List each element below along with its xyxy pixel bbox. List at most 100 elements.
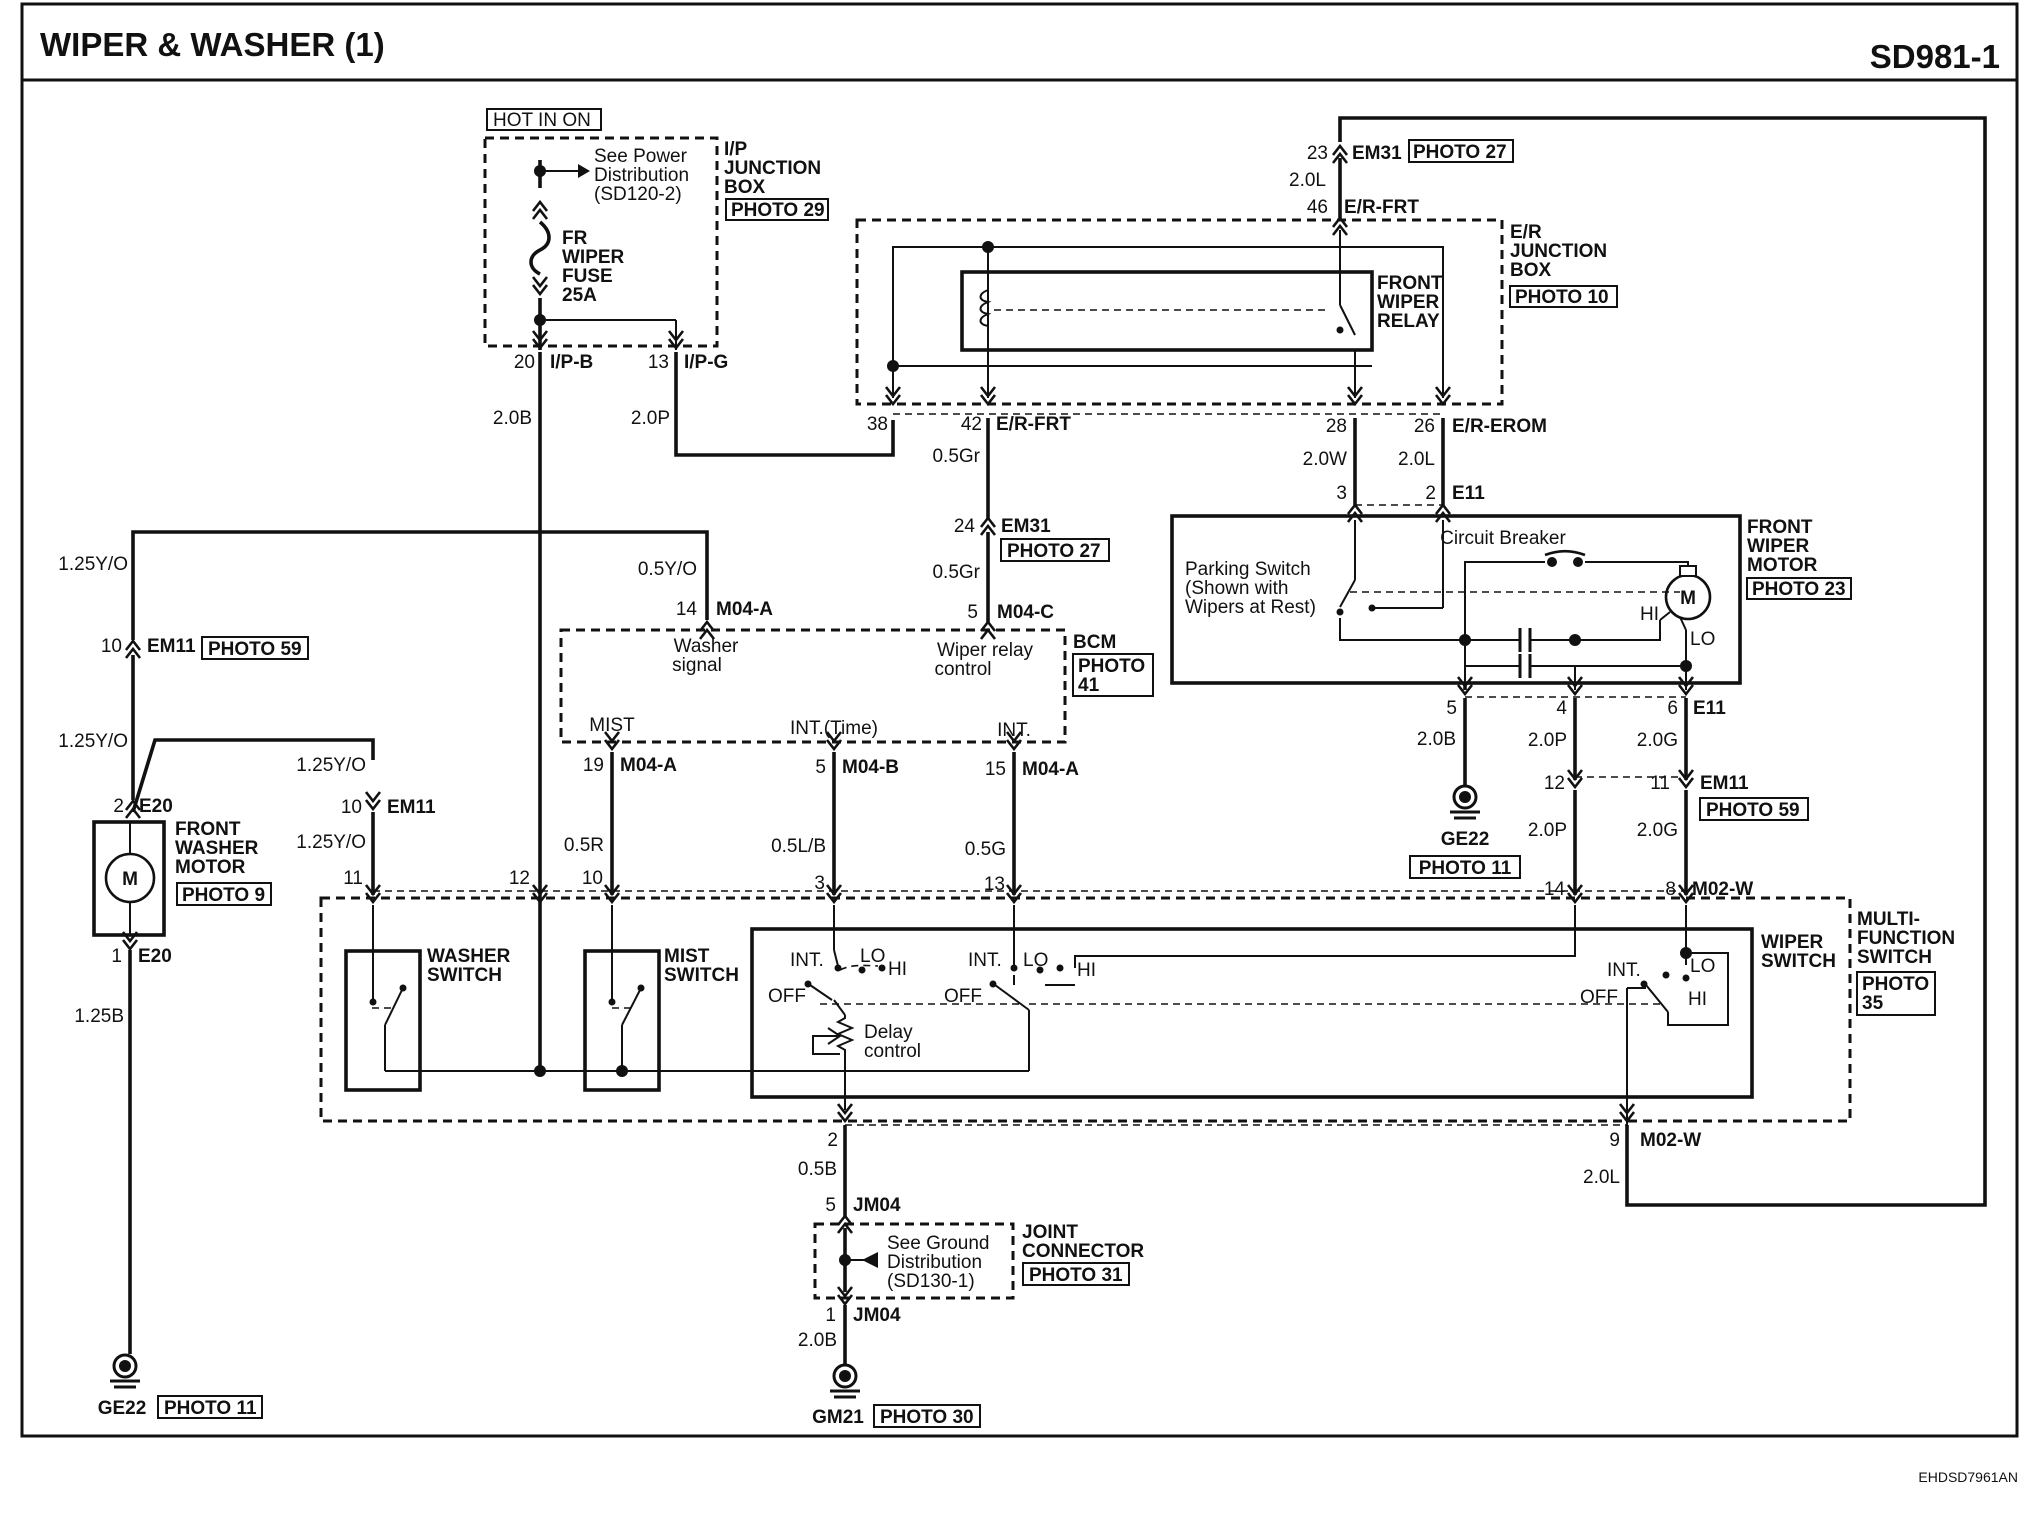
bcm: Washer signal Wiper relay control MIST I… <box>559 628 1154 744</box>
label-w-20l-top: 2.0L <box>1289 170 1326 191</box>
joint-connector: See Ground Distribution (SD130-1) JOINT … <box>813 1222 1144 1300</box>
label-m: M <box>1680 588 1696 609</box>
label-mfs-1: FUNCTION <box>1857 928 1955 949</box>
label-ip-jb-1: JUNCTION <box>724 158 821 179</box>
label-m04c-pin5: 5 <box>967 602 978 623</box>
label-jm04-top: JM04 <box>853 1195 901 1216</box>
label-mist: MIST <box>589 715 635 736</box>
label-delay-0: Delay <box>864 1022 913 1043</box>
label-fwm-2: MOTOR <box>1747 555 1818 576</box>
label-see-ground-1: Distribution <box>887 1252 982 1273</box>
label-jm04-pin5: 5 <box>825 1195 836 1216</box>
label-m04b-pin5: 5 <box>815 757 826 778</box>
label-sw-hi-a: HI <box>888 959 907 980</box>
label-pin42: 42 <box>961 414 982 435</box>
label-int: INT. <box>997 720 1031 741</box>
label-w-20g-r2: 2.0G <box>1637 820 1678 841</box>
label-m02w-top: M02-W <box>1692 879 1753 900</box>
label-ip-jb-2: BOX <box>724 177 766 198</box>
label-pin26: 26 <box>1414 416 1435 437</box>
label-w-05gr-a: 0.5Gr <box>932 446 980 467</box>
label-photo41-1: 41 <box>1078 675 1100 696</box>
label-parking-0: Parking Switch <box>1185 559 1311 580</box>
label-parking-1: (Shown with <box>1185 578 1289 599</box>
label-w-20p-r2: 2.0P <box>1528 820 1567 841</box>
label-relay-0: FRONT <box>1377 273 1443 294</box>
label-w-20l-mid: 2.0L <box>1398 449 1435 470</box>
label-mist-sw-0: MIST <box>664 946 710 967</box>
label-sw-lo-a: LO <box>860 946 885 967</box>
label-ipg: I/P-G <box>684 352 728 373</box>
label-mfs-2: SWITCH <box>1857 947 1932 968</box>
label-photo23: PHOTO 23 <box>1752 579 1846 600</box>
label-photo11-l: PHOTO 11 <box>164 1398 257 1419</box>
label-photo27-top: PHOTO 27 <box>1413 142 1507 163</box>
label-w-05b: 0.5B <box>798 1159 837 1180</box>
label-fwm-1: WIPER <box>1747 536 1810 557</box>
label-sw-lo-b: LO <box>1023 950 1048 971</box>
label-photo10: PHOTO 10 <box>1515 287 1609 308</box>
label-em31-pin-mid: 24 <box>954 516 976 537</box>
label-w-20b-r: 2.0B <box>1417 729 1456 750</box>
label-em11-r: EM11 <box>1700 773 1749 794</box>
label-ipg-pin: 13 <box>648 352 669 373</box>
label-photo59-r: PHOTO 59 <box>1706 800 1800 821</box>
label-jm04-bot: JM04 <box>853 1305 901 1326</box>
label-mfs-pin10: 10 <box>582 868 603 889</box>
front-washer-motor: M FRONT WASHER MOTOR PHOTO 9 <box>92 819 272 937</box>
label-photo41-0: PHOTO <box>1078 656 1145 677</box>
label-washer-signal-1: signal <box>672 655 722 676</box>
label-w-05g: 0.5G <box>965 839 1006 860</box>
label-w-05gr-b: 0.5Gr <box>932 562 980 583</box>
label-joint-0: JOINT <box>1022 1222 1078 1243</box>
label-int-time: INT.(Time) <box>790 718 878 739</box>
label-e11-pin5: 5 <box>1446 698 1457 719</box>
label-pin38: 38 <box>867 414 888 435</box>
label-erfrt42: E/R-FRT <box>996 414 1071 435</box>
label-m02w-bot: M02-W <box>1640 1130 1701 1151</box>
label-lo: LO <box>1690 629 1715 650</box>
label-w-05yo: 0.5Y/O <box>638 559 697 580</box>
label-m04a-l: M04-A <box>620 755 677 776</box>
label-em11-l: EM11 <box>147 636 196 657</box>
wire-2-0p <box>674 352 895 457</box>
label-see-power-2: (SD120-2) <box>594 184 682 205</box>
label-e20-top: E20 <box>139 796 173 817</box>
label-washer-sw-1: SWITCH <box>427 965 502 986</box>
label-sw-hi-c: HI <box>1688 989 1707 1010</box>
label-wiper-sw-1: SWITCH <box>1761 951 1836 972</box>
label-see-ground-2: (SD130-1) <box>887 1271 975 1292</box>
label-gm21: GM21 <box>812 1407 864 1428</box>
label-e20-pin2: 2 <box>113 796 124 817</box>
wire-2-0l-loop <box>1338 116 1987 1207</box>
multi-function-switch: 11 12 10 3 13 14 8 M02-W WASHER SWITCH M… <box>319 868 1955 1126</box>
label-wiper-relay-ctrl-0: Wiper relay <box>937 640 1034 661</box>
label-e20-pin1: 1 <box>111 946 122 967</box>
label-em11-pin10-m: 10 <box>341 797 362 818</box>
label-sw-int-a: INT. <box>790 950 824 971</box>
wire-washer-signal <box>131 530 709 640</box>
label-mfs-pin8: 8 <box>1665 879 1676 900</box>
diagram-title: WIPER & WASHER (1) <box>40 26 385 63</box>
label-sw-hi-b: HI <box>1077 960 1096 981</box>
label-ip-jb-0: I/P <box>724 139 748 160</box>
label-mfs-pin2: 2 <box>827 1130 838 1151</box>
label-photo11-r: PHOTO 11 <box>1419 858 1512 879</box>
label-er-jb-2: BOX <box>1510 260 1552 281</box>
label-bcm: BCM <box>1073 632 1116 653</box>
label-er-jb-1: JUNCTION <box>1510 241 1607 262</box>
label-m: M <box>122 869 138 890</box>
label-m04a-pin19: 19 <box>583 755 604 776</box>
label-fuse-3: 25A <box>562 285 597 306</box>
label-joint-1: CONNECTOR <box>1022 1241 1144 1262</box>
label-w-125yo-a: 1.25Y/O <box>58 554 128 575</box>
label-pin28: 28 <box>1326 416 1347 437</box>
label-photo29: PHOTO 29 <box>731 200 825 221</box>
label-sw-int-b: INT. <box>968 950 1002 971</box>
label-mist-sw-1: SWITCH <box>664 965 739 986</box>
label-e11-pin6: 6 <box>1667 698 1678 719</box>
label-wiper-sw-0: WIPER <box>1761 932 1824 953</box>
label-hot-in-on: HOT IN ON <box>493 110 591 131</box>
label-sw-lo-c: LO <box>1690 956 1715 977</box>
